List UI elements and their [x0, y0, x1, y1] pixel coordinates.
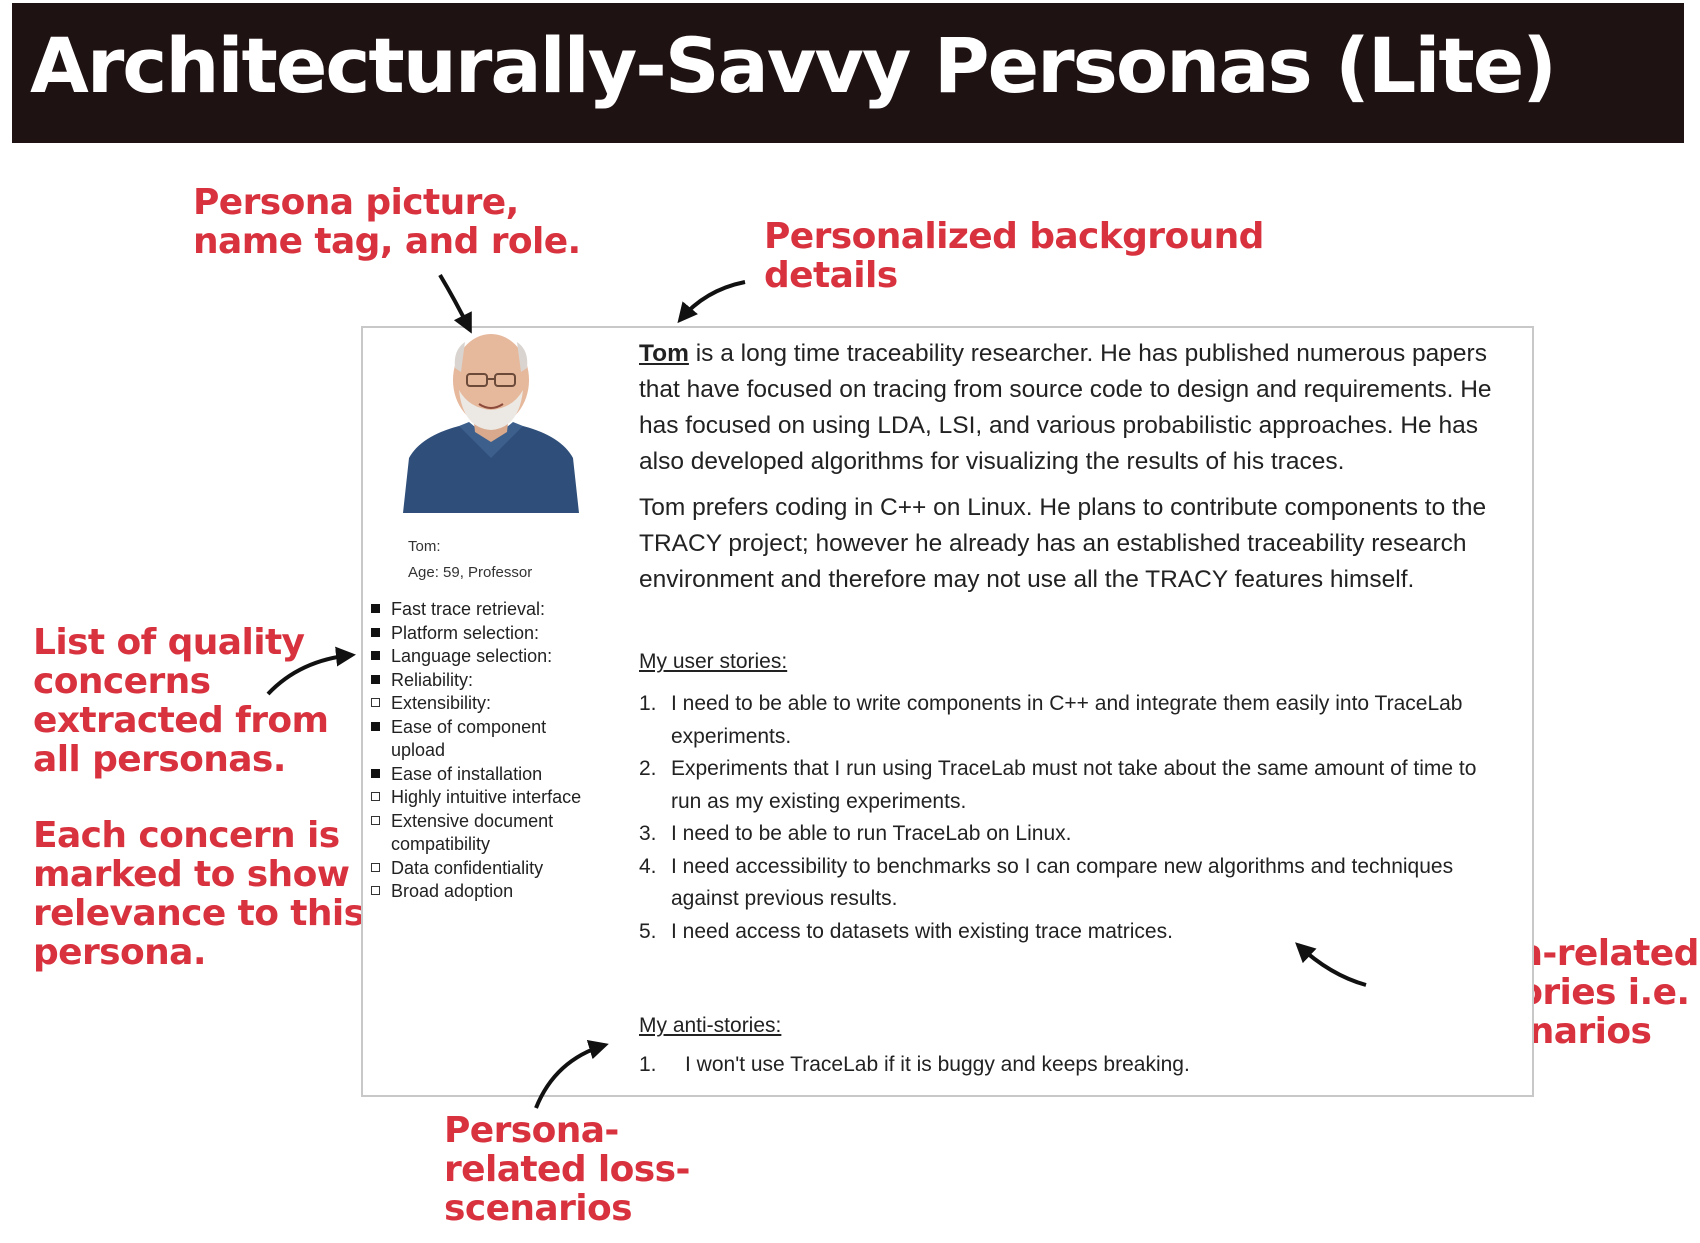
empty-checkbox-icon — [371, 862, 380, 872]
user-story-number: 2. — [639, 757, 657, 780]
quality-concerns-list: Fast trace retrieval: Platform selection:… — [369, 598, 599, 904]
filled-checkbox-icon — [371, 627, 380, 637]
annotation-line: related loss- — [444, 1148, 690, 1190]
annotation-line: relevance to this — [33, 892, 365, 934]
filled-checkbox-icon — [371, 721, 380, 731]
persona-background: Tom is a long time traceability research… — [639, 336, 1519, 608]
user-story-item: 3. I need to be able to run TraceLab on L… — [639, 818, 1509, 851]
user-story-number: 5. — [639, 919, 657, 943]
filled-checkbox-icon — [371, 674, 380, 684]
annotation-line: concerns — [33, 660, 211, 702]
quality-concern-item: Platform selection: — [369, 622, 599, 646]
empty-checkbox-icon — [371, 792, 380, 801]
user-story-text: Experiments that I run using TraceLab mu… — [671, 757, 1477, 813]
user-story-number: 3. — [639, 822, 657, 845]
bio-text: is a long time traceability researcher. … — [639, 340, 1492, 475]
annotation-line: Persona- — [444, 1110, 619, 1151]
annotation-concerns-list: List of quality concerns extracted from … — [33, 622, 329, 780]
bio-paragraph-2: Tom prefers coding in C++ on Linux. He p… — [639, 494, 1487, 593]
persona-name-tag: Tom: Age: 59, Professor — [408, 534, 532, 586]
quality-concern-label: Language selection: — [391, 646, 553, 666]
user-story-number: 1. — [639, 692, 657, 715]
anti-stories-list: 1. I won't use TraceLab if it is buggy an… — [639, 1053, 1190, 1077]
bio-paragraph-1: Tom is a long time traceability research… — [639, 336, 1519, 480]
anti-story-text: I won't use TraceLab if it is buggy and … — [685, 1053, 1190, 1076]
empty-checkbox-icon — [371, 698, 380, 707]
user-story-item: 2. Experiments that I run using TraceLab … — [639, 753, 1509, 818]
quality-concern-item: Broad adoption — [369, 880, 599, 904]
user-story-text: I need accessibility to benchmarks so I … — [671, 854, 1454, 911]
annotation-line: Persona picture, — [193, 182, 519, 223]
user-story-text: I need access to datasets with existing … — [671, 919, 1173, 943]
quality-concern-item: Ease of component upload — [369, 716, 599, 763]
quality-concern-label: Extensive document compatibility — [391, 810, 554, 855]
quality-concern-item: Data confidentiality — [369, 857, 599, 881]
quality-concern-item: Extensibility: — [369, 692, 599, 716]
user-story-text: I need to be able to run TraceLab on Lin… — [671, 822, 1072, 845]
filled-checkbox-icon — [371, 651, 380, 660]
quality-concern-label: Broad adoption — [391, 881, 514, 901]
annotation-loss-scenarios: Persona- related loss- scenarios — [444, 1110, 690, 1229]
user-stories-list: 1. I need to be able to write components … — [639, 688, 1509, 948]
quality-concern-item: Language selection: — [369, 645, 599, 669]
annotation-line: persona. — [33, 931, 207, 973]
quality-concern-label: Highly intuitive interface — [391, 787, 582, 807]
arrow-picture — [438, 273, 472, 334]
persona-card: Tom: Age: 59, Professor Fast trace retri… — [361, 326, 1534, 1097]
annotation-background: Personalized background details — [764, 216, 1264, 296]
anti-story-number: 1. — [639, 1053, 657, 1076]
quality-concern-item: Highly intuitive interface — [369, 786, 599, 810]
annotation-line: List of quality — [33, 622, 305, 663]
quality-concern-item: Reliability: — [369, 669, 599, 693]
annotation-picture: Persona picture, name tag, and role. — [193, 182, 581, 262]
empty-checkbox-icon — [371, 886, 380, 895]
persona-photo-icon — [403, 334, 579, 513]
annotation-line: all personas. — [33, 738, 286, 780]
anti-story-item: 1. I won't use TraceLab if it is buggy an… — [639, 1053, 1190, 1077]
annotation-line: Personalized background — [764, 216, 1264, 257]
user-story-item: 1. I need to be able to write components … — [639, 688, 1509, 753]
annotation-line: extracted from — [33, 699, 329, 741]
title-bar: Architecturally-Savvy Personas (Lite) — [12, 3, 1684, 143]
user-story-number: 4. — [639, 854, 657, 878]
user-stories-heading: My user stories: — [639, 650, 788, 673]
quality-concern-label: Reliability: — [391, 669, 474, 690]
user-story-item: 4. I need accessibility to benchmarks so … — [639, 851, 1509, 916]
arrow-background — [677, 280, 746, 324]
user-story-item: 5. I need access to datasets with existin… — [639, 916, 1509, 949]
annotation-line: scenarios — [444, 1187, 633, 1229]
persona-name: Tom: — [408, 538, 441, 555]
quality-concern-label: Ease of component upload — [391, 716, 547, 761]
quality-concern-label: Extensibility: — [391, 693, 492, 713]
quality-concern-item: Ease of installation — [369, 763, 599, 787]
quality-concern-item: Extensive document compatibility — [369, 810, 599, 857]
user-story-text: I need to be able to write components in… — [671, 692, 1463, 748]
quality-concern-label: Data confidentiality — [391, 857, 544, 878]
quality-concern-item: Fast trace retrieval: — [369, 598, 599, 622]
anti-stories-heading: My anti-stories: — [639, 1014, 782, 1037]
filled-checkbox-icon — [371, 768, 380, 778]
annotation-line: name tag, and role. — [193, 220, 581, 262]
annotation-line: marked to show — [33, 853, 350, 895]
annotation-line: details — [764, 254, 898, 296]
empty-checkbox-icon — [371, 815, 380, 825]
annotation-concerns-marked: Each concern is marked to show relevance… — [33, 815, 365, 973]
filled-checkbox-icon — [371, 604, 380, 613]
quality-concern-label: Fast trace retrieval: — [391, 599, 546, 619]
quality-concern-label: Ease of installation — [391, 763, 543, 784]
quality-concern-label: Platform selection: — [391, 622, 540, 643]
annotation-line: Each concern is — [33, 815, 340, 856]
persona-role: Age: 59, Professor — [408, 564, 533, 581]
slide-title: Architecturally-Savvy Personas (Lite) — [30, 21, 1557, 110]
bio-name: Tom — [639, 340, 689, 367]
